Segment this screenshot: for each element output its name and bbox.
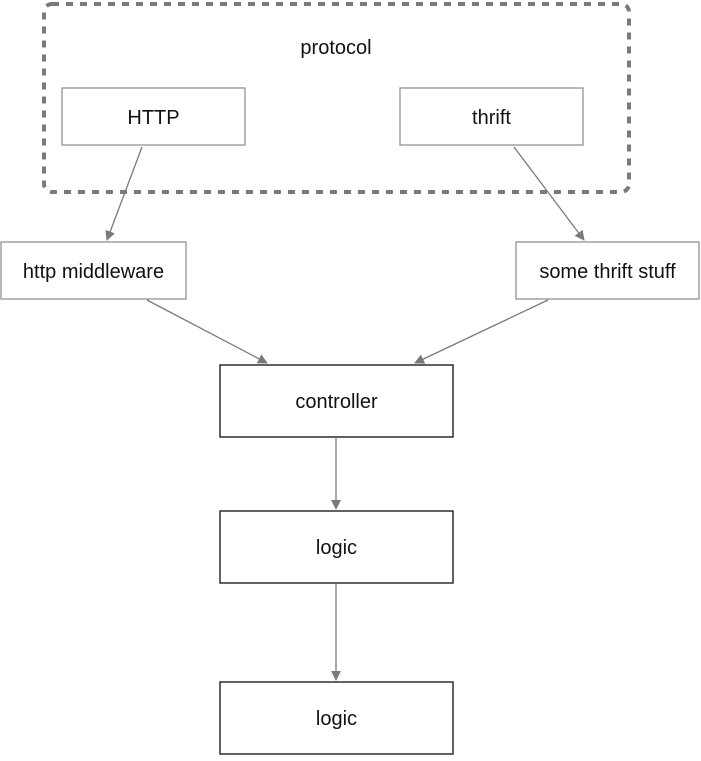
node-logic-1: logic xyxy=(219,510,454,584)
node-controller: controller xyxy=(219,364,454,438)
node-thrift-label: thrift xyxy=(472,107,511,129)
node-http-label: HTTP xyxy=(127,107,179,129)
node-thrift-box xyxy=(399,87,584,146)
protocol-group: protocol xyxy=(42,2,631,194)
node-http-middleware-label: http middleware xyxy=(23,261,164,283)
node-http: HTTP xyxy=(61,87,246,146)
node-thrift: thrift xyxy=(399,87,584,146)
node-thrift-stuff-label: some thrift stuff xyxy=(539,261,676,283)
node-http-middleware-box xyxy=(0,241,187,300)
protocol-group-frame xyxy=(42,2,631,194)
node-controller-label: controller xyxy=(295,391,378,413)
node-controller-box xyxy=(219,364,454,438)
node-thrift-stuff: some thrift stuff xyxy=(515,241,700,300)
node-logic-2: logic xyxy=(219,681,454,755)
protocol-group-label: protocol xyxy=(300,37,371,59)
node-http-box xyxy=(61,87,246,146)
edge-thrift-to-thrift-stuff xyxy=(513,146,585,241)
node-logic-2-label: logic xyxy=(316,708,357,730)
node-logic-2-box xyxy=(219,681,454,755)
edge-thrift-stuff-to-controller xyxy=(414,299,549,364)
node-logic-1-label: logic xyxy=(316,537,357,559)
edges xyxy=(105,146,585,681)
node-http-middleware: http middleware xyxy=(0,241,187,300)
edge-http-to-http-middleware xyxy=(105,146,143,241)
node-thrift-stuff-box xyxy=(515,241,700,300)
edge-http-middleware-to-controller xyxy=(146,299,268,364)
node-logic-1-box xyxy=(219,510,454,584)
